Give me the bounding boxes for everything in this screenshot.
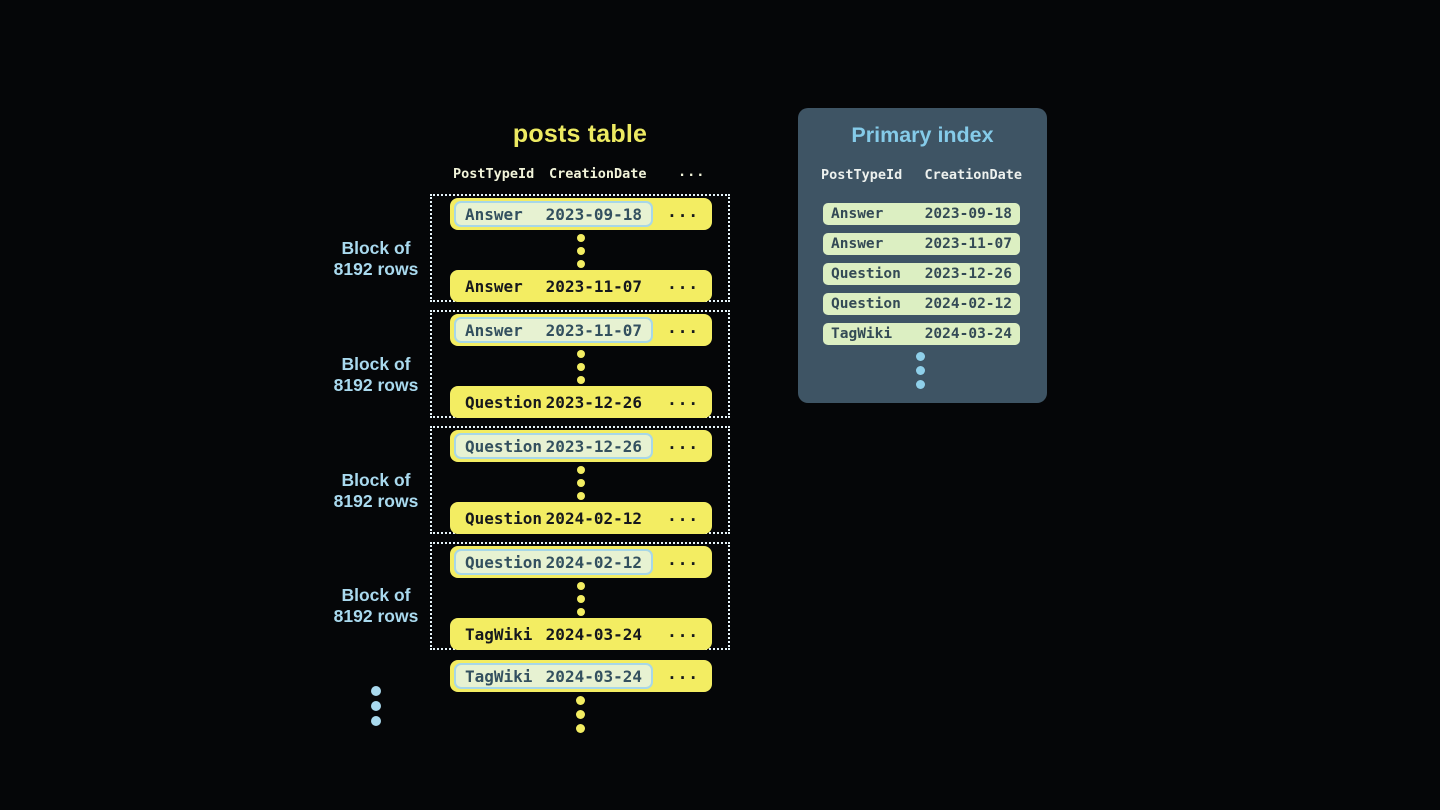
table-row: TagWiki 2024-03-24 ... — [450, 660, 712, 692]
row-date: 2024-03-24 — [545, 624, 642, 644]
row-date: 2024-02-12 — [545, 508, 642, 528]
row-type: TagWiki — [465, 666, 533, 686]
row-highlight: Answer 2023-09-18 — [454, 201, 653, 227]
row-ellipsis: ... — [667, 202, 699, 221]
row-highlight: Question 2023-12-26 — [454, 433, 653, 459]
posts-table-title: posts table — [512, 120, 648, 148]
row-ellipsis: ... — [667, 318, 699, 337]
table-row: Question 2023-12-26 ... — [450, 430, 712, 462]
block-label-line2: 8192 rows — [333, 491, 419, 511]
table-row: Question 2024-02-12 ... — [450, 546, 712, 578]
row-ellipsis: ... — [667, 274, 699, 293]
column-header-posttypeid: PostTypeId — [453, 166, 535, 182]
row-ellipsis: ... — [667, 664, 699, 683]
block-label-line2: 8192 rows — [333, 375, 419, 395]
row-ellipsis: ... — [667, 434, 699, 453]
vertical-ellipsis-icon — [577, 466, 585, 500]
table-row: Answer 2023-11-07 ... — [450, 314, 712, 346]
row-type: Answer — [465, 320, 523, 340]
block-label-2: Block of 8192 rows — [311, 354, 441, 396]
primary-index-title: Primary index — [851, 123, 994, 147]
row-ellipsis: ... — [667, 550, 699, 569]
row-type: Answer — [831, 206, 884, 222]
row-date: 2023-09-18 — [924, 206, 1012, 222]
block-label-line1: Block of — [341, 354, 411, 374]
row-type: Question — [831, 266, 901, 282]
vertical-ellipsis-icon — [576, 696, 585, 733]
row-type: TagWiki — [831, 326, 893, 342]
table-row: Answer 2023-09-18 ... — [450, 198, 712, 230]
row-type: Question — [831, 296, 901, 312]
row-type: Question — [465, 508, 543, 528]
row-date: 2023-12-26 — [924, 266, 1012, 282]
row-type: Question — [465, 552, 543, 572]
vertical-ellipsis-icon — [577, 582, 585, 616]
index-row: TagWiki 2024-03-24 — [823, 323, 1020, 345]
block-label-line1: Block of — [341, 470, 411, 490]
vertical-ellipsis-icon — [371, 686, 381, 726]
row-ellipsis: ... — [667, 622, 699, 641]
row-type: Question — [465, 436, 543, 456]
vertical-ellipsis-icon — [577, 234, 585, 268]
row-ellipsis: ... — [667, 390, 699, 409]
block-label-3: Block of 8192 rows — [311, 470, 441, 512]
table-row: Question 2024-02-12 ... — [450, 502, 712, 534]
row-cells: Question 2023-12-26 — [454, 389, 653, 415]
row-type: Answer — [465, 204, 523, 224]
posts-table-column-headers: PostTypeId CreationDate ... — [452, 164, 714, 184]
index-row: Answer 2023-11-07 — [823, 233, 1020, 255]
row-date: 2024-02-12 — [924, 296, 1012, 312]
table-row: Question 2023-12-26 ... — [450, 386, 712, 418]
row-highlight: Question 2024-02-12 — [454, 549, 653, 575]
row-date: 2023-12-26 — [545, 392, 642, 412]
row-type: TagWiki — [465, 624, 533, 644]
index-row: Question 2023-12-26 — [823, 263, 1020, 285]
row-date: 2023-11-07 — [545, 276, 642, 296]
row-date: 2024-03-24 — [545, 666, 642, 686]
vertical-ellipsis-icon — [577, 350, 585, 384]
row-cells: TagWiki 2024-03-24 — [454, 621, 653, 647]
row-date: 2023-12-26 — [545, 436, 642, 456]
column-header-posttypeid: PostTypeId — [821, 167, 903, 183]
row-type: Answer — [831, 236, 884, 252]
row-type: Answer — [465, 276, 523, 296]
row-cells: Answer 2023-11-07 — [454, 273, 653, 299]
block-label-4: Block of 8192 rows — [311, 585, 441, 627]
block-label-line1: Block of — [341, 585, 411, 605]
block-label-line2: 8192 rows — [333, 606, 419, 626]
block-label-line1: Block of — [341, 238, 411, 258]
primary-index-column-headers: PostTypeId CreationDate — [821, 167, 1022, 183]
column-header-creationdate: CreationDate — [924, 167, 1022, 183]
table-row: TagWiki 2024-03-24 ... — [450, 618, 712, 650]
row-ellipsis: ... — [667, 506, 699, 525]
primary-index-panel: Primary index PostTypeId CreationDate An… — [798, 108, 1047, 403]
index-row: Answer 2023-09-18 — [823, 203, 1020, 225]
table-row: Answer 2023-11-07 ... — [450, 270, 712, 302]
row-date: 2023-09-18 — [545, 204, 642, 224]
row-cells: Question 2024-02-12 — [454, 505, 653, 531]
block-label-line2: 8192 rows — [333, 259, 419, 279]
row-date: 2023-11-07 — [545, 320, 642, 340]
vertical-ellipsis-icon — [916, 352, 925, 389]
row-date: 2024-03-24 — [924, 326, 1012, 342]
row-highlight: Answer 2023-11-07 — [454, 317, 653, 343]
row-date: 2023-11-07 — [924, 236, 1012, 252]
index-row: Question 2024-02-12 — [823, 293, 1020, 315]
column-header-creationdate: CreationDate — [549, 166, 647, 182]
row-date: 2024-02-12 — [545, 552, 642, 572]
block-label-1: Block of 8192 rows — [311, 238, 441, 280]
row-type: Question — [465, 392, 543, 412]
row-highlight: TagWiki 2024-03-24 — [454, 663, 653, 689]
more-columns-ellipsis: ... — [678, 164, 706, 180]
